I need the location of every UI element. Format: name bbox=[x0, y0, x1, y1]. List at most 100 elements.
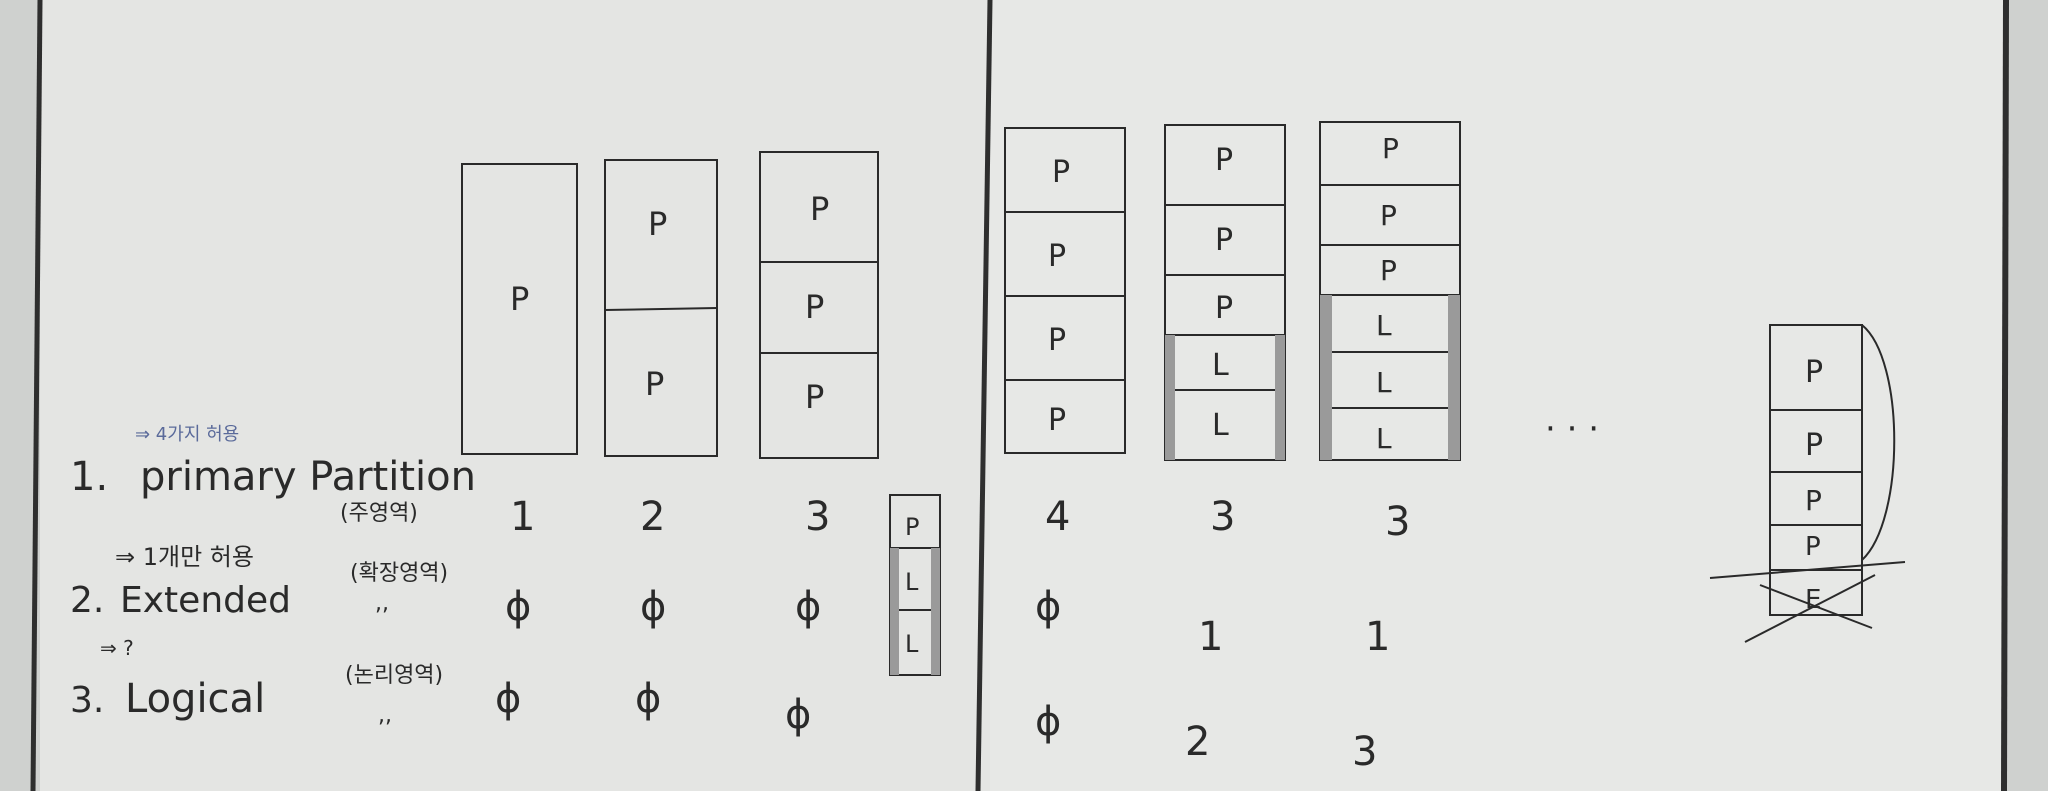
disk-diagram-3: P P P bbox=[759, 151, 879, 459]
partition-label: P bbox=[645, 365, 664, 403]
disk-diagram-4: P P P P bbox=[1004, 127, 1126, 454]
grouping-bracket bbox=[1861, 324, 1896, 561]
logical-note: ⇒ ? bbox=[100, 636, 134, 660]
partition-label: P bbox=[648, 205, 667, 243]
logical-count: ϕ bbox=[785, 692, 811, 738]
partition-label: P bbox=[510, 280, 529, 318]
partition-label: P bbox=[1048, 323, 1066, 358]
extended-count: ϕ bbox=[1035, 584, 1061, 630]
cross-line bbox=[1744, 574, 1876, 643]
partition-label: P bbox=[805, 378, 824, 416]
partition-label: P bbox=[1805, 428, 1823, 463]
board-panel-right bbox=[990, 0, 2005, 791]
extended-hatch bbox=[1165, 335, 1175, 460]
partition-label: P bbox=[1048, 239, 1066, 274]
label-1-number: 1. bbox=[70, 454, 108, 500]
label-2-name: Extended bbox=[120, 580, 291, 621]
partition-label: L bbox=[1212, 408, 1229, 443]
partition-label: P bbox=[1380, 254, 1397, 287]
partition-label: L bbox=[1212, 348, 1229, 383]
partition-label: P bbox=[1215, 143, 1233, 178]
partition-label: L bbox=[905, 630, 919, 658]
disk-diagram-5: P P P L L bbox=[1164, 124, 1286, 461]
board-frame-left bbox=[30, 0, 43, 791]
disk-outline bbox=[1004, 127, 1126, 454]
label-2-ditto: ,, bbox=[375, 591, 389, 616]
extended-hatch bbox=[890, 548, 899, 675]
partition-label: P bbox=[1380, 199, 1397, 232]
disk-outline bbox=[1164, 124, 1286, 461]
extended-hatch bbox=[1275, 335, 1285, 460]
extended-count: 1 bbox=[1365, 614, 1390, 660]
disk-outline bbox=[1769, 324, 1863, 616]
primary-count: 3 bbox=[1385, 499, 1410, 545]
primary-count: 1 bbox=[510, 494, 535, 540]
primary-count: 3 bbox=[805, 494, 830, 540]
extended-hatch bbox=[1448, 295, 1460, 460]
partition-label: L bbox=[1376, 309, 1392, 342]
disk-outline bbox=[1319, 121, 1461, 461]
primary-count: 2 bbox=[640, 494, 665, 540]
count-column-5: 3 1 2 bbox=[1185, 494, 1235, 765]
partition-label: L bbox=[1376, 422, 1392, 455]
extended-count: ϕ bbox=[795, 584, 821, 630]
partition-divider bbox=[604, 307, 718, 311]
board-divider bbox=[975, 0, 993, 791]
partition-type-notes: ⇒ 4가지 허용 1. primary Partition (주영역) ⇒ 1개… bbox=[70, 424, 476, 728]
label-3-number: 3. bbox=[70, 680, 104, 721]
partition-label: P bbox=[810, 190, 829, 228]
partition-label: P bbox=[1805, 484, 1822, 517]
partition-label: P bbox=[905, 513, 919, 541]
extended-hatch bbox=[1320, 295, 1332, 460]
label-1-korean: (주영역) bbox=[340, 501, 418, 526]
top-note: ⇒ 4가지 허용 bbox=[135, 424, 239, 445]
label-2-number: 2. bbox=[70, 580, 104, 621]
disk-outline bbox=[759, 151, 879, 459]
partition-label: P bbox=[1052, 155, 1070, 190]
disk-outline bbox=[461, 163, 578, 455]
partition-label: P bbox=[1805, 355, 1823, 390]
partition-label: P bbox=[1805, 532, 1821, 562]
strike-line bbox=[1709, 561, 1906, 579]
partition-label: E bbox=[1805, 585, 1821, 615]
extended-count: ϕ bbox=[505, 584, 531, 630]
ellipsis: · · · bbox=[1545, 409, 1599, 449]
board-panel-left bbox=[40, 0, 990, 791]
disk-diagram-2: P P bbox=[604, 159, 718, 457]
label-2-korean: (확장영역) bbox=[350, 561, 448, 586]
primary-count: 3 bbox=[1210, 494, 1235, 540]
logical-count: ϕ bbox=[635, 676, 661, 722]
logical-count: 2 bbox=[1185, 719, 1210, 765]
extended-count: ϕ bbox=[640, 584, 666, 630]
extended-hatch bbox=[931, 548, 940, 675]
partition-label: P bbox=[1382, 132, 1399, 165]
extended-count: 1 bbox=[1198, 614, 1223, 660]
partition-label: P bbox=[1215, 291, 1233, 326]
logical-count: ϕ bbox=[495, 676, 521, 722]
label-1-name: primary Partition bbox=[140, 454, 476, 500]
disk-diagram-small: P L L bbox=[889, 494, 941, 676]
label-3-korean: (논리영역) bbox=[345, 663, 443, 688]
count-column-1: 1 ϕ ϕ bbox=[495, 494, 535, 722]
count-column-6: 3 1 3 bbox=[1352, 499, 1410, 775]
count-column-3: 3 ϕ ϕ bbox=[785, 494, 830, 738]
disk-diagram-6: P P P L L L bbox=[1319, 121, 1461, 461]
count-column-4: 4 ϕ ϕ bbox=[1035, 494, 1070, 745]
disk-diagram-1: P bbox=[461, 163, 578, 455]
partition-label: L bbox=[1376, 366, 1392, 399]
partition-label: P bbox=[1215, 223, 1233, 258]
partition-label: P bbox=[805, 288, 824, 326]
logical-count: ϕ bbox=[1035, 699, 1061, 745]
logical-count: 3 bbox=[1352, 729, 1377, 775]
count-column-2: 2 ϕ ϕ bbox=[635, 494, 666, 722]
disk-diagram-crossed: P P P P E bbox=[1709, 324, 1906, 643]
partition-label: P bbox=[1048, 403, 1066, 438]
board-frame-right bbox=[2001, 0, 2009, 791]
primary-count: 4 bbox=[1045, 494, 1070, 540]
extended-note: ⇒ 1개만 허용 bbox=[115, 543, 254, 571]
label-3-name: Logical bbox=[125, 676, 265, 722]
partition-label: L bbox=[905, 568, 919, 596]
label-3-ditto: ,, bbox=[378, 703, 392, 728]
cross-line bbox=[1759, 584, 1873, 629]
